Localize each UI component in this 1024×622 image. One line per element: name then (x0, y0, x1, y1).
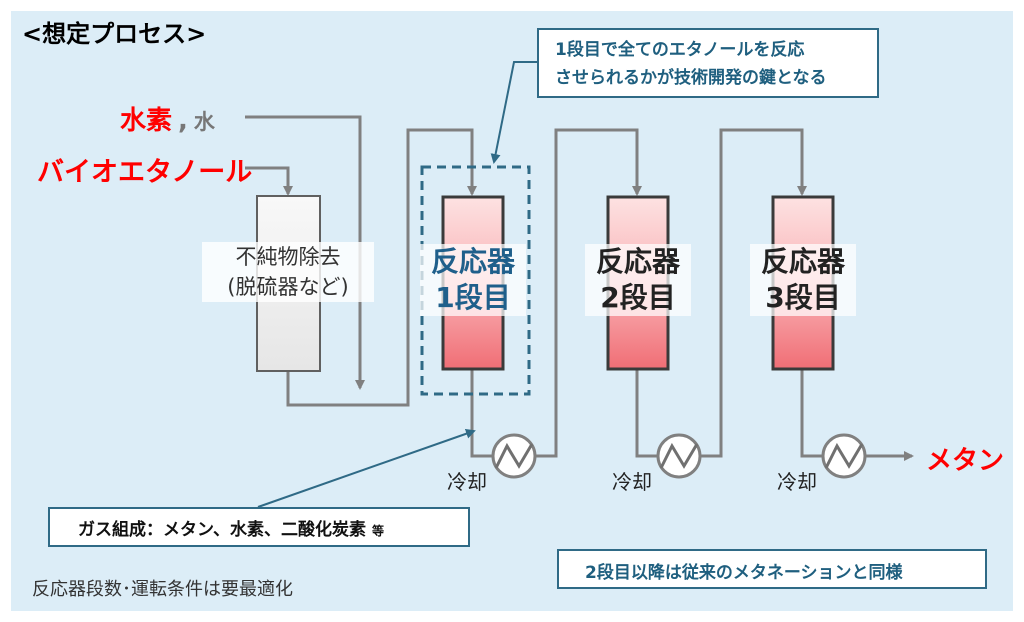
reactor-2-stage: 2段目 (600, 281, 676, 314)
reactor-1-name: 反応器 (430, 245, 515, 278)
bioethanol-label: バイオエタノール (37, 157, 253, 188)
optimization-note: 反応器段数･運転条件は要最適化 (32, 579, 293, 600)
gas-composition-suffix: 等 (371, 524, 384, 538)
callout-stage1-key: 1段目で全てのエタノールを反応 させられるかが技術開発の鍵となる (537, 28, 879, 98)
cooler-icon-3 (821, 433, 867, 479)
reactor-1-stage: 1段目 (435, 281, 511, 314)
callout-gas-composition: ガス組成：メタン、水素、二酸化炭素等 (48, 507, 470, 547)
stage2-to-stage3-line (701, 128, 807, 458)
bioethanol-line (245, 166, 293, 196)
cooling-label-1: 冷却 (447, 470, 487, 494)
callout-later-stages: 2段目以降は従来のメタネーションと同様 (557, 549, 987, 589)
hydrogen-label: 水素 (120, 106, 173, 136)
reactor-3-stage: 3段目 (765, 281, 841, 314)
cooler-icon-1 (491, 433, 537, 479)
callout-top-pointer (490, 61, 537, 164)
cooler-icon-2 (656, 433, 702, 479)
cooling-label-2: 冷却 (612, 470, 652, 494)
purifier-outlet-line (286, 128, 477, 407)
cooling-label-3: 冷却 (777, 470, 817, 494)
hydrogen-water-label: 水素,水 (120, 100, 215, 137)
callout-gas-pointer (257, 428, 476, 508)
callout-stage1-line2: させられるかが技術開発の鍵となる (555, 68, 827, 88)
reactor-2-name: 反応器 (595, 245, 680, 278)
reactor-3-name: 反応器 (760, 245, 845, 278)
page-title: <想定プロセス> (22, 20, 207, 48)
gas-composition-text: ガス組成：メタン、水素、二酸化炭素 (78, 520, 366, 540)
purifier-label: 不純物除去 (脱硫器など) (202, 242, 374, 302)
reactor-3-label: 反応器 3段目 (750, 244, 856, 316)
reactor2-outlet-line (635, 368, 657, 458)
stage1-highlight-box (420, 165, 531, 396)
callout-stage1-line1: 1段目で全てのエタノールを反応 (555, 40, 805, 60)
reactor1-outlet-line (470, 368, 492, 458)
purifier-label-line1: 不純物除去 (235, 245, 341, 269)
stage1-to-stage2-line (536, 128, 642, 458)
water-label: 水 (193, 110, 215, 134)
purifier-label-line2: (脱硫器など) (227, 275, 349, 299)
reactor-1-label: 反応器 1段目 (420, 244, 526, 316)
reactor3-outlet-line (800, 368, 822, 458)
reactor-2-label: 反応器 2段目 (585, 244, 691, 316)
separator: , (178, 106, 188, 136)
methane-output-label: メタン (926, 446, 1005, 476)
